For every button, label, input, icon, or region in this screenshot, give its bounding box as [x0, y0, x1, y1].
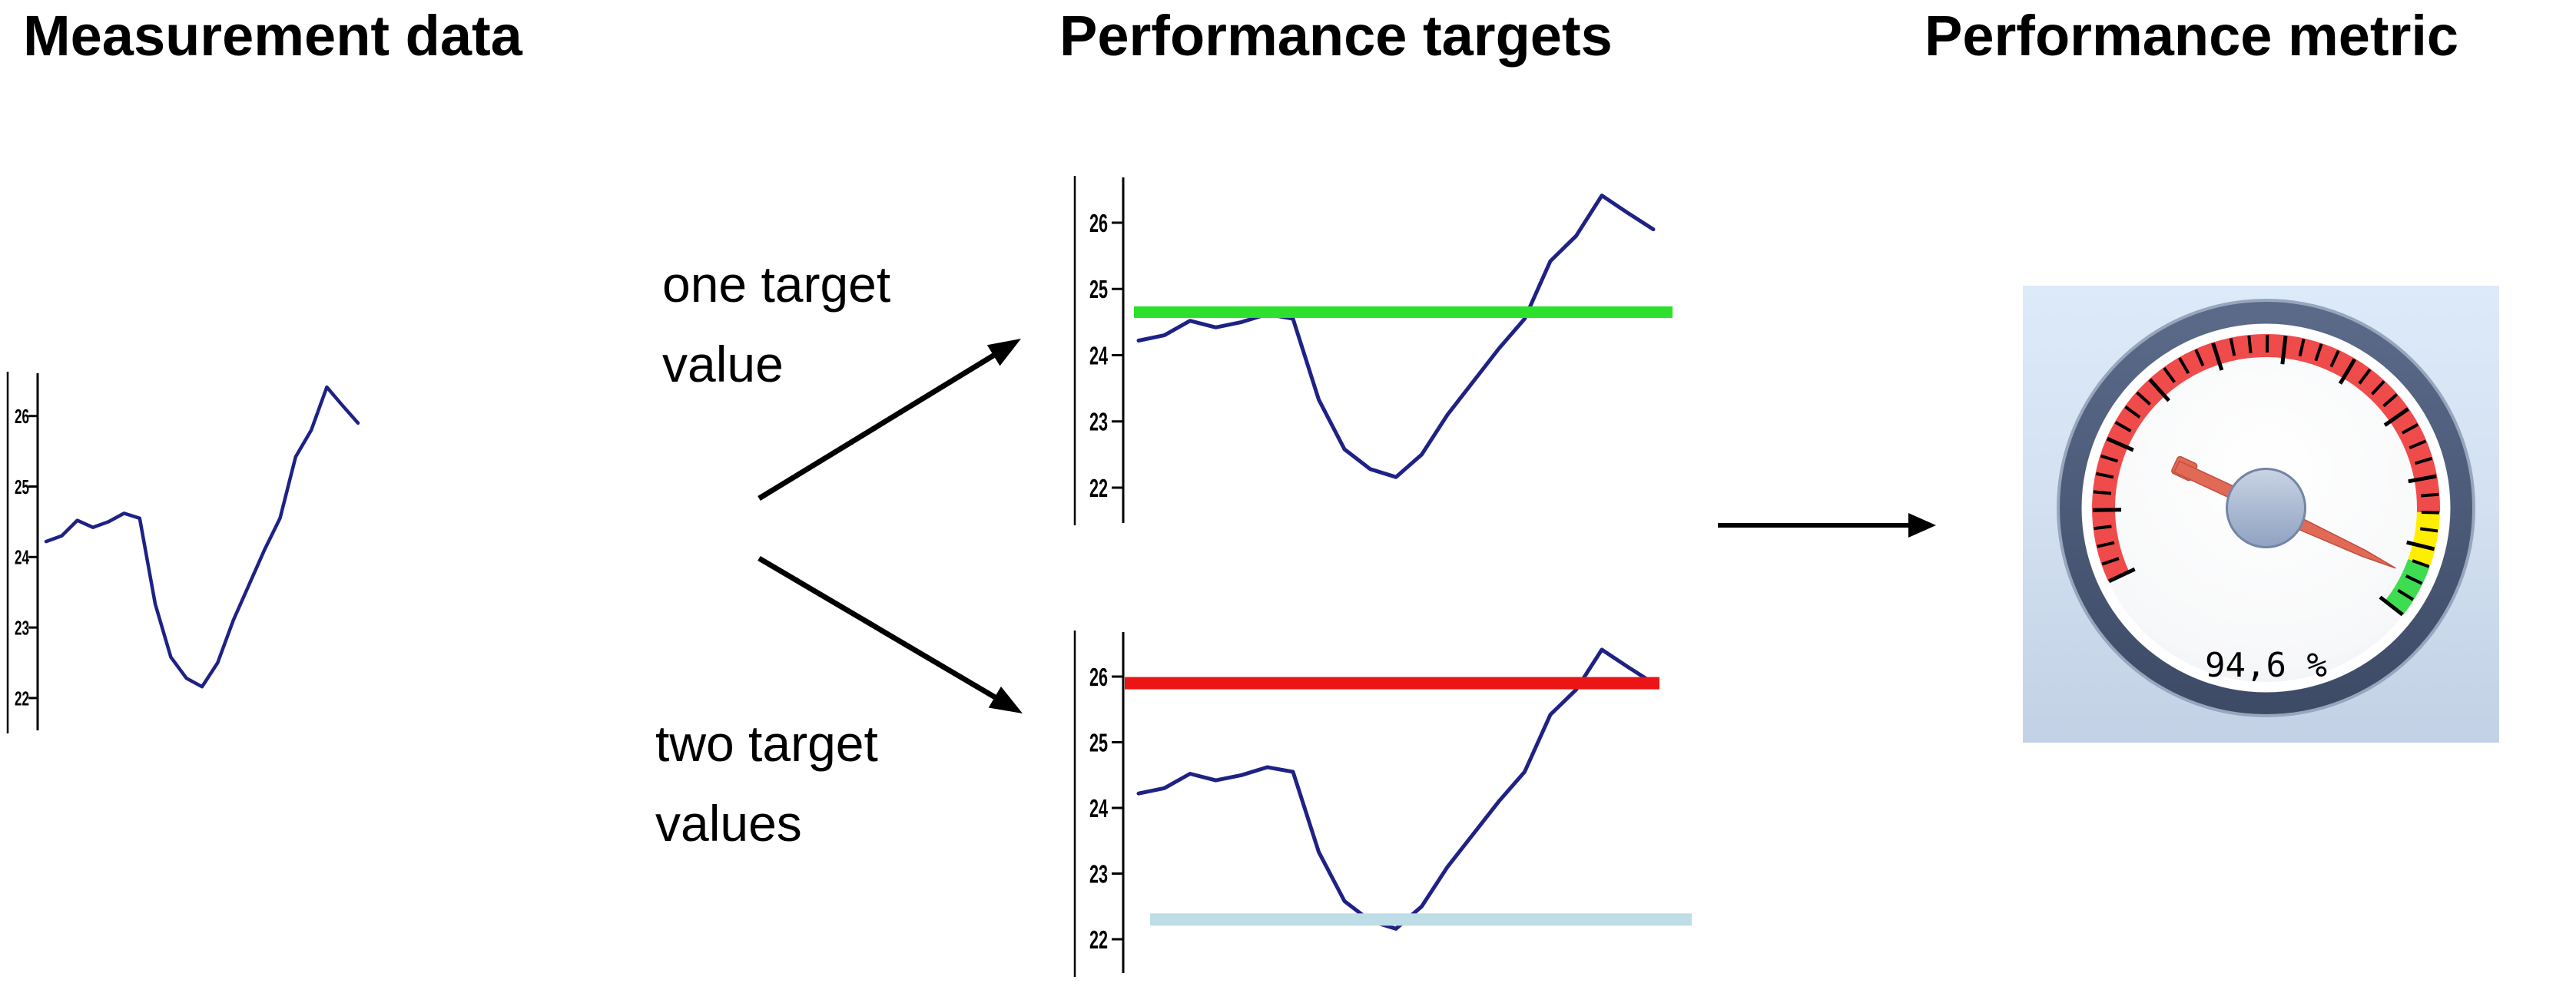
- measurement-y-tick-label: 24: [15, 546, 29, 569]
- gauge-major-tick: [2338, 358, 2357, 385]
- arrow-one-target-head: [986, 339, 1021, 366]
- gauge-minor-tick: [2194, 349, 2205, 367]
- gauge-major-tick: [2383, 407, 2409, 427]
- label-one-target-value: one target value: [662, 244, 890, 404]
- one-target-chart: 26 25 24 23 22: [1073, 176, 1673, 525]
- one-target-y-tick-label: 26: [1089, 209, 1108, 237]
- label-one-target-line2: value: [662, 336, 784, 392]
- one-target-y-tick-label: 22: [1089, 474, 1108, 502]
- gauge-minor-tick: [2100, 454, 2119, 463]
- gauge-minor-tick: [2405, 574, 2423, 585]
- one-target-y-tick-label: 23: [1089, 408, 1108, 436]
- two-targets-y-tick-label: 22: [1089, 925, 1108, 954]
- label-two-targets-line2: values: [655, 795, 802, 852]
- label-one-target-line1: one target: [662, 256, 891, 313]
- gauge-minor-tick: [2314, 343, 2323, 362]
- measurement-y-tick-label: 22: [15, 687, 29, 710]
- gauge-major-tick: [2280, 336, 2288, 365]
- arrow-to-metric-head: [1908, 513, 1936, 538]
- gauge-major-tick: [2211, 343, 2224, 371]
- gauge-outer-rim: [2057, 299, 2475, 717]
- gauge-major-tick: [2379, 595, 2404, 617]
- gauge-minor-tick: [2163, 366, 2177, 383]
- performance-gauge: [2057, 299, 2475, 717]
- two-targets-y-tick-label: 26: [1089, 663, 1108, 691]
- gauge-minor-tick: [2298, 338, 2306, 357]
- gauge-minor-tick: [2097, 541, 2115, 548]
- two-targets-target-line-1: [1125, 677, 1659, 690]
- one-target-y-tick-label: 25: [1089, 275, 1108, 303]
- arrow-to-metric: [1718, 513, 1936, 538]
- gauge-minor-tick: [2421, 510, 2439, 515]
- gauge-minor-tick: [2114, 421, 2132, 432]
- gauge-minor-tick: [2409, 439, 2427, 450]
- gauge-minor-tick: [2414, 456, 2433, 465]
- measurement-data-line: [44, 385, 360, 689]
- gauge-minor-tick: [2419, 527, 2438, 533]
- gauge-ring: [2060, 302, 2472, 714]
- label-two-targets-line1: two target: [655, 715, 878, 772]
- gauge-minor-tick: [2412, 559, 2430, 568]
- one-target-y-tick-label: 24: [1089, 341, 1108, 369]
- gauge-minor-tick: [2136, 391, 2151, 405]
- two-targets-chart: 26 25 24 23 22: [1073, 631, 1692, 977]
- gauge-major-tick: [2106, 436, 2134, 452]
- title-performance-metric: Performance metric: [1925, 4, 2459, 68]
- measurement-chart: 26 25 24 23 22: [6, 372, 360, 733]
- measurement-y-tick-label: 25: [15, 475, 29, 498]
- two-targets-target-line-2: [1150, 913, 1692, 926]
- arrow-one-target: [758, 339, 1021, 501]
- gauge-minor-tick: [2421, 492, 2439, 498]
- gauge-minor-tick: [2358, 368, 2372, 385]
- gauge-major-tick: [2148, 378, 2170, 402]
- measurement-y-tick-label: 23: [15, 616, 29, 639]
- gauge-major-tick: [2108, 567, 2136, 584]
- title-performance-targets: Performance targets: [1059, 4, 1613, 68]
- gauge-minor-tick: [2101, 557, 2120, 566]
- gauge-white-ring: [2082, 324, 2450, 692]
- title-measurement-data: Measurement data: [23, 4, 522, 68]
- gauge-minor-tick: [2096, 472, 2114, 479]
- gauge-value-label: 94,6 %: [2205, 646, 2327, 685]
- arrow-two-targets: [758, 555, 1023, 713]
- two-targets-y-tick-label: 24: [1089, 794, 1108, 823]
- label-two-target-values: two target values: [655, 703, 878, 863]
- gauge-zone-green: [2385, 558, 2430, 615]
- one-target-target-line-1: [1134, 306, 1673, 318]
- gauge-minor-tick: [2178, 357, 2190, 375]
- gauge-zone-yellow: [2408, 511, 2440, 568]
- gauge-minor-tick: [2094, 525, 2112, 531]
- gauge-minor-tick: [2124, 405, 2141, 419]
- arrow-one-target-shaft: [758, 351, 998, 501]
- gauge-minor-tick: [2397, 588, 2414, 601]
- gauge-hub: [2226, 468, 2306, 548]
- arrow-two-targets-shaft: [758, 555, 1000, 701]
- gauge-minor-tick: [2247, 335, 2253, 354]
- gauge-minor-tick: [2229, 338, 2236, 356]
- gauge-minor-tick: [2401, 423, 2419, 435]
- two-targets-y-tick-label: 23: [1089, 859, 1108, 888]
- gauge-minor-tick: [2329, 349, 2340, 368]
- measurement-y-tick-label: 26: [15, 405, 29, 428]
- two-targets-y-tick-label: 25: [1089, 728, 1108, 756]
- gauge-minor-tick: [2371, 380, 2385, 396]
- two-targets-data-line: [1136, 647, 1656, 931]
- gauge-minor-tick: [2093, 490, 2112, 495]
- gauge-minor-tick: [2382, 393, 2399, 408]
- one-target-data-line: [1136, 194, 1656, 479]
- gauge-major-tick: [2408, 474, 2437, 484]
- gauge-major-tick: [2406, 540, 2435, 551]
- arrow-two-targets-head: [988, 686, 1023, 713]
